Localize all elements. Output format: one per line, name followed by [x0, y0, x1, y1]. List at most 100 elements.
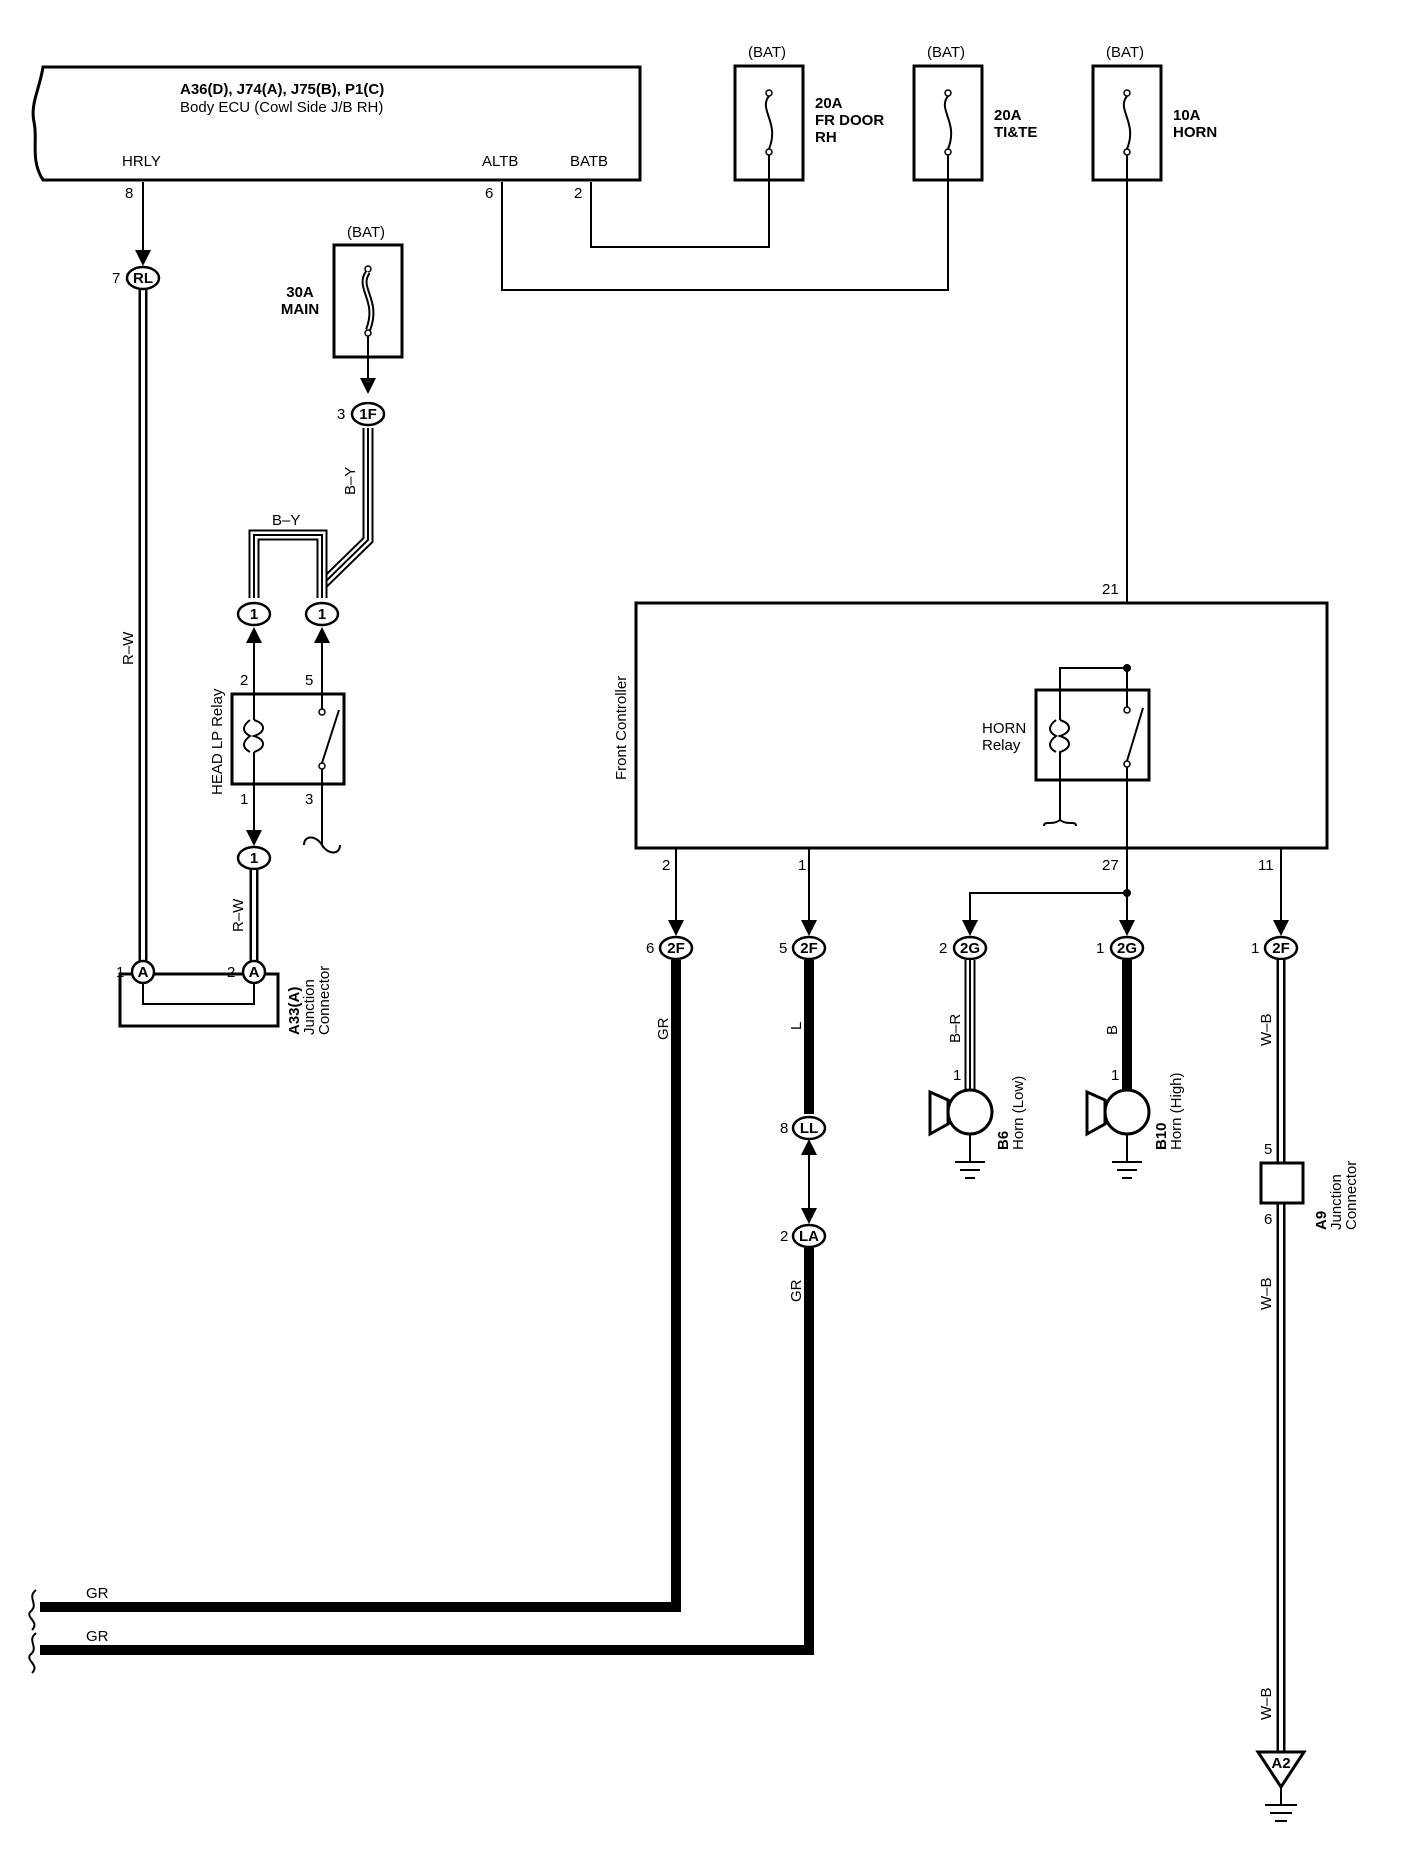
wire-w-b: W–B W–B W–B [1258, 960, 1286, 1752]
wire-label-w-b-bottom: W–B [1258, 1687, 1275, 1720]
coil-icon-b [243, 719, 252, 753]
horn-low: 1 B6 Horn (Low) [928, 1067, 1027, 1179]
connector-pin-a33-1: 1 [116, 964, 124, 981]
pin-21: 21 [1102, 581, 1119, 598]
fuse-rating: 10A [1173, 107, 1201, 124]
connector-1f: 1F 3 [337, 378, 386, 427]
wire-label-r-w: R–W [120, 631, 137, 665]
connector-2f-1: 2F 1 [1251, 920, 1299, 961]
fuse-ti-te: (BAT) 20A TI&TE [912, 44, 1037, 182]
connector-rl: RL 7 [112, 250, 161, 291]
fuse-rating: 20A [994, 107, 1022, 124]
pin-11: 11 [1258, 857, 1274, 874]
connector-code: 2G [960, 940, 980, 957]
horn-icon [1103, 1088, 1151, 1136]
wire-label-w-b-top: W–B [1258, 1013, 1275, 1046]
wire-r-w-short: R–W [230, 870, 259, 962]
connector-pin: 8 [780, 1120, 788, 1137]
pin-hrly-label: HRLY [122, 153, 161, 170]
wire-b: B [1104, 960, 1132, 1092]
ground-triangle-icon [1255, 1750, 1307, 1790]
junction-name: Junction [301, 979, 318, 1035]
wire-altb-ti-te [501, 155, 949, 291]
horn-name: Horn (Low) [1010, 1076, 1027, 1150]
pin-altb-label: ALTB [482, 153, 518, 170]
fuse-name: TI&TE [994, 124, 1037, 141]
pin-batb-number: 2 [574, 185, 582, 202]
body-ecu-box [31, 65, 642, 182]
connector-pin: 2 [780, 1228, 788, 1245]
fuse-source: (BAT) [748, 44, 786, 61]
wire-label-gr-left-1: GR [86, 1585, 109, 1602]
horn-relay-switch-icon [1126, 707, 1144, 762]
arrow-icon [1273, 920, 1289, 936]
connector-pin: 1 [1251, 940, 1259, 957]
connector-relay-in-b: 1 [304, 601, 340, 643]
break-mark-icon [28, 1589, 37, 1631]
connector-pin: 5 [779, 940, 787, 957]
wire-label-r-w: R–W [230, 898, 247, 932]
connector-code: 2F [800, 940, 818, 957]
ground-icon [1265, 1804, 1297, 1822]
wire-label-b-y-horizontal: B–Y [272, 512, 300, 529]
connector-code: RL [133, 270, 153, 287]
fuse-rating: 30A [286, 284, 314, 301]
body-ecu-title: A36(D), J74(A), J75(B), P1(C) [180, 81, 384, 98]
pin-hrly-number: 8 [125, 185, 133, 202]
connector-code-a33-1: A [138, 964, 149, 981]
connector-code: 1F [359, 406, 377, 423]
connector-pin: 2 [939, 940, 947, 957]
horn-pin: 1 [1111, 1067, 1119, 1084]
junction-connector-a33: A 1 A 2 A33(A) Junction Connector [116, 959, 333, 1035]
front-controller: Front Controller 21 2 1 27 11 HORN Relay [613, 581, 1329, 893]
connector-la: LA 2 [780, 1208, 827, 1249]
coil-icon [250, 719, 264, 784]
horn-pin: 1 [953, 1067, 961, 1084]
connector-code: LL [800, 1120, 818, 1137]
horn-relay-coil-icon [1043, 719, 1070, 827]
wire-gr-la: GR GR [40, 1248, 814, 1655]
connector-pin: 1 [1096, 940, 1104, 957]
body-ecu-subtitle: Body ECU (Cowl Side J/B RH) [180, 99, 383, 116]
ground-a2: A2 [1255, 1750, 1307, 1822]
wire-b-r: B–R [947, 960, 976, 1092]
wire-label-w-b-mid: W–B [1258, 1277, 1275, 1310]
junction-name-2: Connector [316, 966, 333, 1035]
horn-code: B6 [995, 1131, 1012, 1150]
horn-relay-label-2: Relay [982, 737, 1021, 754]
ground-icon [955, 1161, 985, 1179]
wire-label-b: B [1104, 1025, 1121, 1035]
arrow-icon [1119, 920, 1135, 936]
relay-ground-squiggle [303, 784, 341, 854]
connector-2f-6: 2F 6 [646, 920, 694, 961]
connector-relay-out: 1 [236, 830, 272, 871]
wire-label-gr: GR [788, 1279, 805, 1302]
junction-name-2: Connector [1343, 1161, 1360, 1230]
pin-27: 27 [1102, 857, 1119, 874]
wire-l-2f5: L [788, 960, 814, 1114]
connector-code: 1 [318, 606, 326, 623]
horn-icon [946, 1088, 994, 1136]
break-mark-icon [28, 1632, 37, 1674]
connector-code: 2G [1117, 940, 1137, 957]
junction-pin-top: 5 [1264, 1141, 1272, 1158]
pin-altb-number: 6 [485, 185, 493, 202]
connector-code: 1 [250, 850, 258, 867]
arrow-icon [668, 920, 684, 936]
fuse-fr-door-rh: (BAT) 20A FR DOOR RH [733, 44, 884, 182]
connector-2g-2: 2G 2 [939, 920, 988, 961]
wire-label-gr-left-2: GR [86, 1628, 109, 1645]
junction-name: Junction [1328, 1174, 1345, 1230]
wire-label-l: L [788, 1022, 805, 1030]
arrow-icon [246, 627, 262, 643]
fuse-name: MAIN [281, 301, 319, 318]
fuse-source: (BAT) [347, 224, 385, 241]
connector-code: 1 [250, 606, 258, 623]
horn-code: B10 [1153, 1122, 1170, 1150]
fuse-name-2: RH [815, 129, 837, 146]
arrow-icon [246, 830, 262, 846]
relay-label: HEAD LP Relay [209, 688, 226, 795]
connector-relay-in-a: 1 [236, 601, 272, 643]
fuse-main: (BAT) 30A MAIN [281, 224, 404, 359]
